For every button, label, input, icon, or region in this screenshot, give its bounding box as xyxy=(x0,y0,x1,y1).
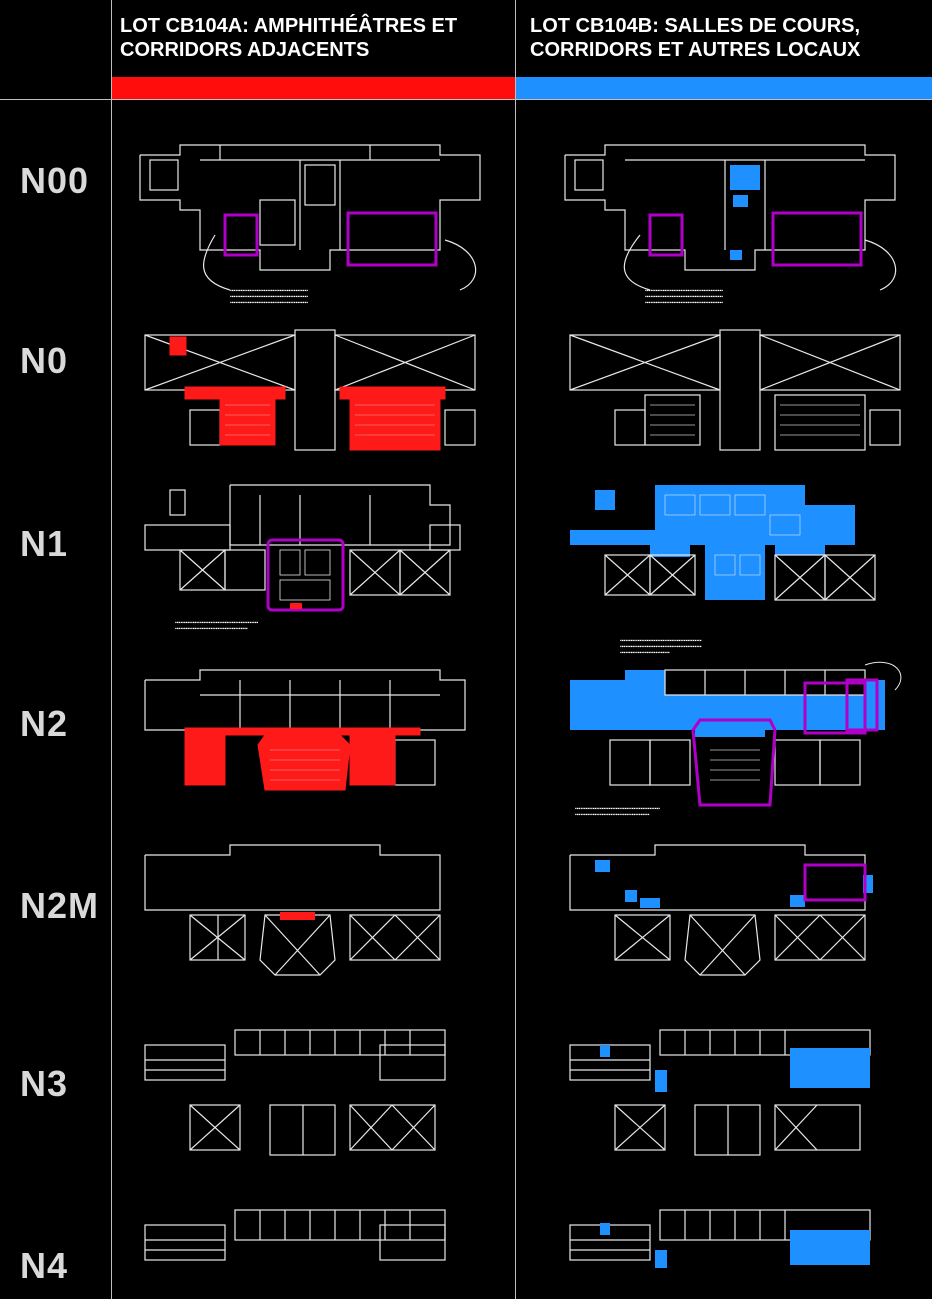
floor-plan-n2-lot-b xyxy=(570,661,902,807)
level-label-n0: N0 xyxy=(20,340,69,381)
level-label-n2m: N2M xyxy=(20,885,100,926)
note-n1-lot-b: ▪▪▪▪▪▪▪▪▪▪▪▪▪▪▪▪▪▪▪▪▪▪▪▪▪▪▪▪▪▪▪▪▪▪▪▪▪▪▪▪… xyxy=(620,638,702,656)
floor-plan-n00-lot-b xyxy=(564,144,897,291)
floor-plan-n2-lot-a xyxy=(144,669,466,791)
level-label-n00: N00 xyxy=(20,160,90,201)
floor-plan-n4-lot-b xyxy=(569,1209,871,1268)
level-label-n3: N3 xyxy=(20,1063,69,1104)
floor-plan-n2m-lot-a xyxy=(144,844,441,976)
grid-line-header xyxy=(0,99,932,100)
floor-plan-n0-lot-a xyxy=(144,329,476,451)
floor-plan-n1-lot-b xyxy=(570,485,876,601)
floor-plan-n0-lot-b xyxy=(569,329,901,451)
level-label-n1: N1 xyxy=(20,523,69,564)
note-n2-lot-b: ▪▪▪▪▪▪▪▪▪▪▪▪▪▪▪▪▪▪▪▪▪▪▪▪▪▪▪▪▪▪▪▪▪▪▪▪▪▪▪▪… xyxy=(575,806,661,818)
floor-plan-n00-lot-a xyxy=(139,144,481,291)
note-n00-lot-b: ▪▪▪▪▪▪▪▪▪▪▪▪▪▪▪▪▪▪▪▪▪▪▪▪▪▪▪▪▪▪▪▪▪▪▪▪▪▪▪▪… xyxy=(645,288,723,306)
column-a-color-band xyxy=(112,77,515,99)
grid-line-center xyxy=(515,0,516,1299)
column-b-title: LOT CB104B: SALLES DE COURS, CORRIDORS E… xyxy=(530,15,861,61)
floor-plan-n3-lot-b xyxy=(569,1029,871,1156)
note-n00-lot-a: ▪▪▪▪▪▪▪▪▪▪▪▪▪▪▪▪▪▪▪▪▪▪▪▪▪▪▪▪▪▪▪▪▪▪▪▪▪▪▪▪… xyxy=(230,288,308,306)
note-n1-lot-a: ▪▪▪▪▪▪▪▪▪▪▪▪▪▪▪▪▪▪▪▪▪▪▪▪▪▪▪▪▪▪▪▪▪▪▪▪▪▪▪▪… xyxy=(175,620,259,632)
level-label-n4: N4 xyxy=(20,1245,69,1286)
grid-line-left xyxy=(111,0,112,1299)
floor-plan-n3-lot-a xyxy=(144,1029,446,1156)
column-a-title: LOT CB104A: AMPHITHÉÂTRES ET CORRIDORS A… xyxy=(120,15,458,61)
column-b-color-band xyxy=(516,77,932,99)
floor-plan-n4-lot-a xyxy=(144,1209,446,1261)
floor-plan-n2m-lot-b xyxy=(569,844,873,976)
level-label-n2: N2 xyxy=(20,703,69,744)
floor-plan-n1-lot-a xyxy=(144,484,461,612)
